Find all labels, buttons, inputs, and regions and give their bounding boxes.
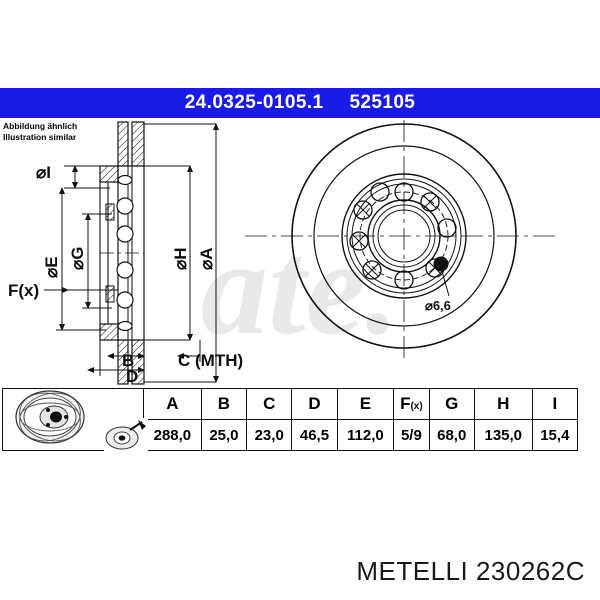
caption-line-de: Abbildung ähnlich <box>3 121 78 131</box>
label-bolt-hole-diameter: ⌀6,6 <box>425 298 451 313</box>
cross-section-view <box>99 121 145 385</box>
dimension-labels: ⌀I ⌀E ⌀G ⌀H ⌀A F(x) B D C (MTH) <box>8 163 243 386</box>
illustration-caption: Abbildung ähnlich Illustration similar <box>3 121 77 142</box>
table-header-i: I <box>531 388 579 420</box>
table-header-fx: F(x) <box>393 388 430 420</box>
disc-angle-thumbnail <box>104 418 148 452</box>
fx-main: F <box>400 394 411 413</box>
fx-sub: (x) <box>410 401 423 412</box>
table-value-h: 135,0 <box>473 419 533 451</box>
technical-drawing: ate. <box>8 120 560 386</box>
label-fx: F(x) <box>8 281 39 300</box>
table-value-row: 288,0 25,0 23,0 46,5 112,0 5/9 68,0 135,… <box>3 419 579 451</box>
table-header-b: B <box>200 388 248 420</box>
centre-lines <box>245 120 560 362</box>
ate-watermark: ate. <box>201 214 400 363</box>
table-header-c: C <box>246 388 293 420</box>
footer-brand-line: METELLI 230262C <box>356 556 585 587</box>
label-diameter-g: ⌀G <box>68 247 87 270</box>
table-header-g: G <box>428 388 475 420</box>
label-b: B <box>122 351 134 370</box>
table-value-i: 15,4 <box>531 419 579 451</box>
specification-table: A B C D E F(x) G H I 288,0 25,0 23,0 46,… <box>2 388 579 451</box>
table-header-d: D <box>291 388 338 420</box>
footer-article-number: 230262C <box>475 556 585 586</box>
table-value-g: 68,0 <box>428 419 475 451</box>
label-diameter-i: ⌀I <box>36 163 51 182</box>
label-diameter-e: ⌀E <box>42 256 61 278</box>
table-header-h: H <box>473 388 533 420</box>
table-value-e: 112,0 <box>336 419 395 451</box>
table-header-row: A B C D E F(x) G H I <box>2 388 579 451</box>
table-header-a: A <box>143 388 202 420</box>
table-value-a: 288,0 <box>143 419 202 451</box>
table-value-fx: 5/9 <box>393 419 430 451</box>
table-header-e: E <box>336 388 395 420</box>
dimension-lines <box>44 123 219 383</box>
table-value-d: 46,5 <box>291 419 338 451</box>
footer-brand: METELLI <box>356 556 469 586</box>
label-diameter-h: ⌀H <box>171 247 190 270</box>
front-view <box>245 120 560 362</box>
pilot-hole <box>433 256 449 272</box>
caption-line-en: Illustration similar <box>3 131 77 142</box>
table-value-b: 25,0 <box>200 419 248 451</box>
svg-text:ate.: ate. <box>201 214 400 363</box>
label-diameter-a: ⌀A <box>197 247 216 270</box>
bolt-holes <box>349 182 457 290</box>
header-part-number-bar: 24.0325-0105.1 525105 <box>0 88 600 118</box>
header-reference-number: 525105 <box>349 92 416 113</box>
disc-photo-svg <box>15 390 85 444</box>
label-c-mth: C (MTH) <box>178 351 243 370</box>
table-value-c: 23,0 <box>246 419 293 451</box>
label-d: D <box>126 367 138 386</box>
header-part-number: 24.0325-0105.1 <box>184 92 324 113</box>
